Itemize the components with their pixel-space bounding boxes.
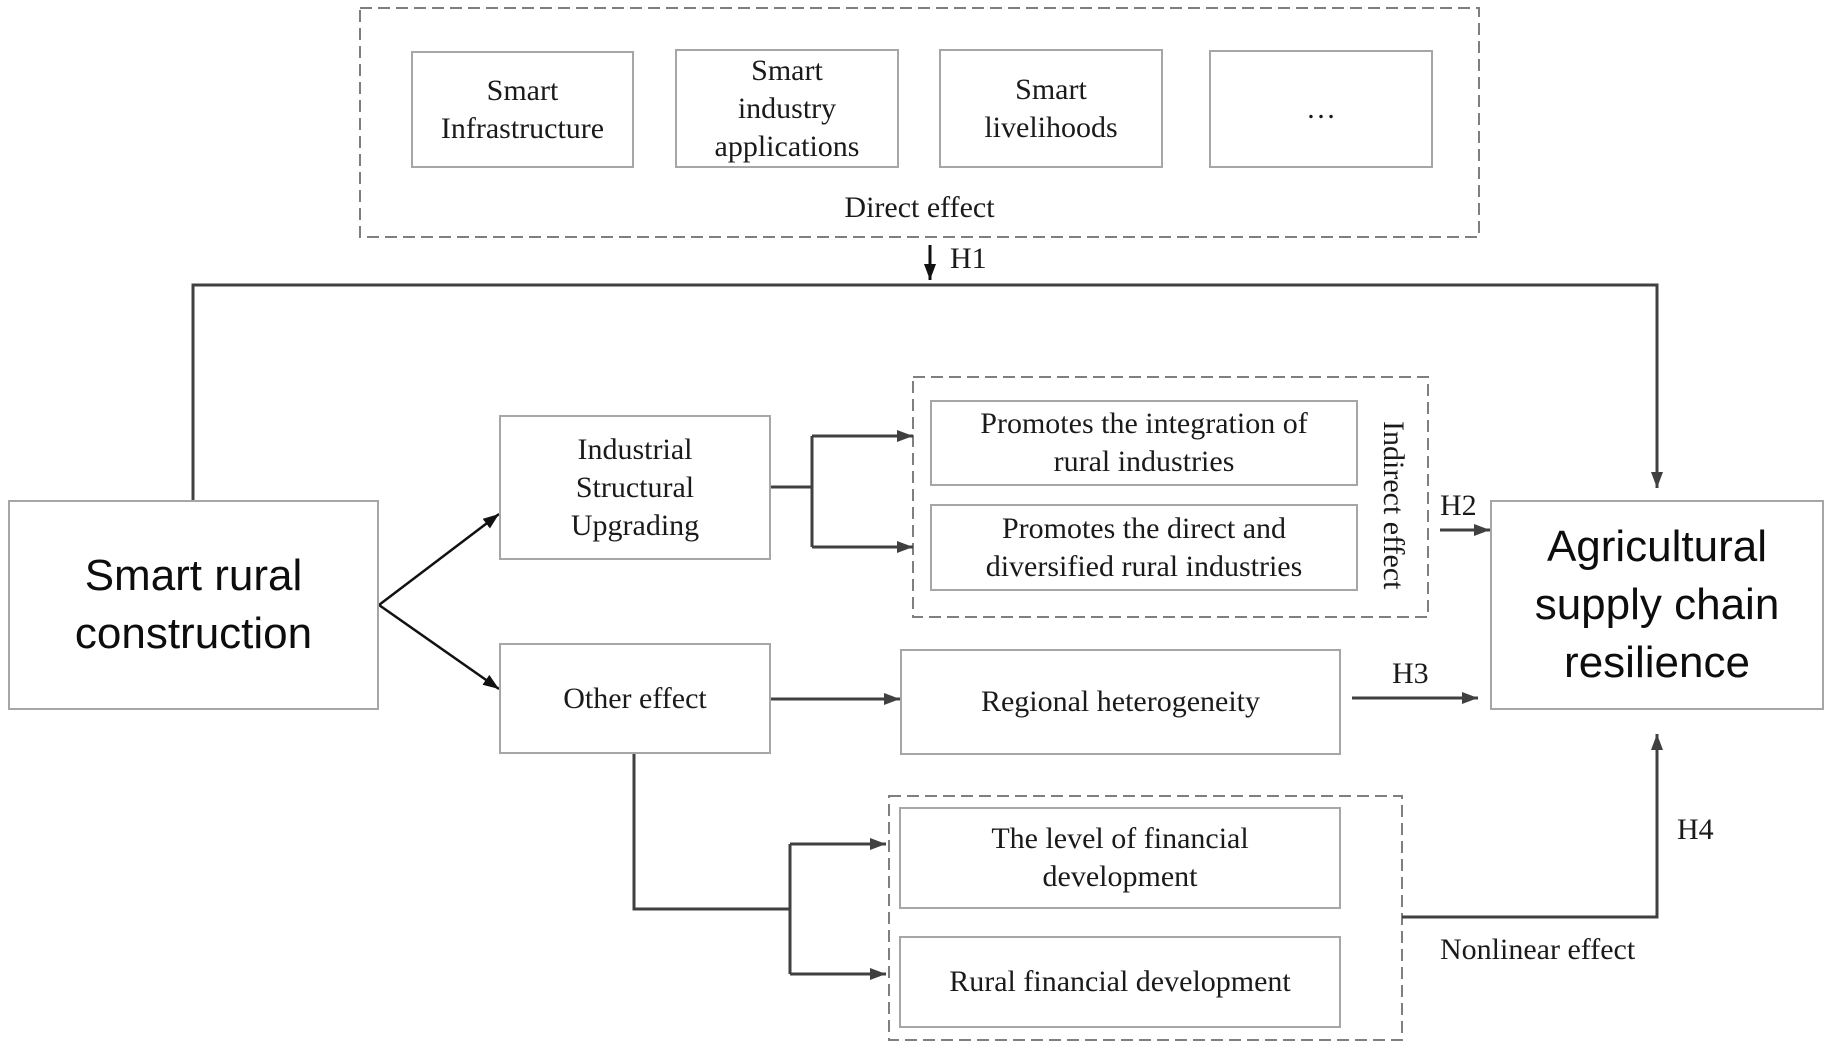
other-to-financial-connector [632,754,790,911]
smart-industry-applications-box: Smart industry applications [675,49,899,168]
h4-arrow [1402,734,1663,919]
regional-heterogeneity-label: Regional heterogeneity [980,685,1261,718]
financial-development-level-label: The level of financial development [991,822,1249,893]
financial-development-level-box: The level of financial development [899,807,1341,909]
integration-rural-industries-box: Promotes the integration of rural indust… [930,400,1358,486]
source-to-other-arrow [378,603,500,691]
diversified-rural-industries-box: Promotes the direct and diversified rura… [930,504,1358,591]
rural-financial-development-box: Rural financial development [899,936,1341,1028]
industrial-structural-upgrading-label: Industrial Structural Upgrading [570,432,700,542]
direct-effect-group-frame [359,7,1480,238]
agricultural-supply-chain-resilience-label: Agricultural supply chain resilience [1534,522,1780,687]
smart-livelihoods-box: Smart livelihoods [939,49,1163,168]
rural-financial-development-label: Rural financial development [949,965,1291,998]
smart-infrastructure-box: Smart Infrastructure [411,51,634,168]
ellipsis-label: … [1306,92,1336,125]
indirect-effect-group-frame [912,376,1429,618]
h3-label: H3 [1392,657,1429,690]
industrial-structural-upgrading-box: Industrial Structural Upgrading [499,415,771,560]
source-to-industrial-arrow [378,513,500,606]
h2-label: H2 [1440,489,1477,522]
smart-industry-applications-label: Smart industry applications [714,53,860,163]
smart-infrastructure-label: Smart Infrastructure [440,73,605,145]
nonlinear-effect-label: Nonlinear effect [1440,933,1636,966]
diversified-rural-industries-label: Promotes the direct and diversified rura… [985,511,1303,583]
agricultural-supply-chain-resilience-box: Agricultural supply chain resilience [1490,500,1824,710]
direct-effect-label: Direct effect [844,191,995,224]
other-effect-label: Other effect [563,681,707,715]
integration-rural-industries-label: Promotes the integration of rural indust… [980,407,1308,478]
other-effect-box: Other effect [499,643,771,754]
smart-rural-construction-box: Smart rural construction [8,500,379,710]
direct-effect-connector [191,283,1663,500]
h1-label: H1 [950,242,987,275]
smart-livelihoods-label: Smart livelihoods [984,72,1118,144]
smart-rural-construction-label: Smart rural construction [74,551,313,658]
regional-heterogeneity-box: Regional heterogeneity [900,649,1341,755]
h4-label: H4 [1677,813,1714,846]
indirect-effect-label: Indirect effect [1377,420,1410,590]
more-items-box: … [1209,50,1433,168]
